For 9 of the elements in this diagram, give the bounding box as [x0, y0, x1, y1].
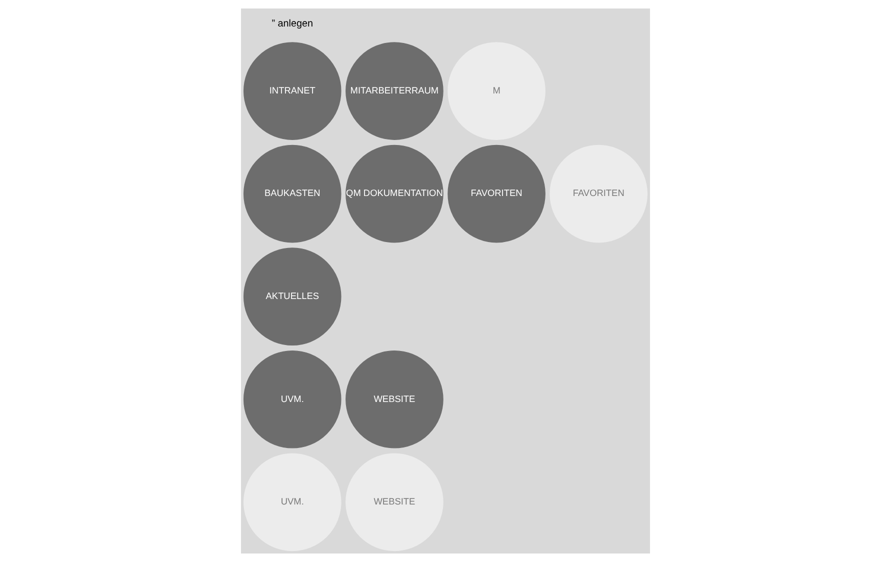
- node-circle: UVM.: [243, 350, 342, 448]
- node-circle: BAUKASTEN: [243, 144, 342, 243]
- node-circle: AKTUELLES: [243, 248, 342, 346]
- label: ” anlegen: [272, 18, 314, 30]
- node-circle: WEBSITE: [346, 350, 444, 448]
- node-circle: MITARBEITERRAUM: [346, 42, 444, 140]
- node-circle: FAVORITEN: [448, 144, 546, 243]
- node-circle: INTRANET: [243, 42, 342, 140]
- node-circle: QM DOKUMENTATION: [346, 144, 444, 243]
